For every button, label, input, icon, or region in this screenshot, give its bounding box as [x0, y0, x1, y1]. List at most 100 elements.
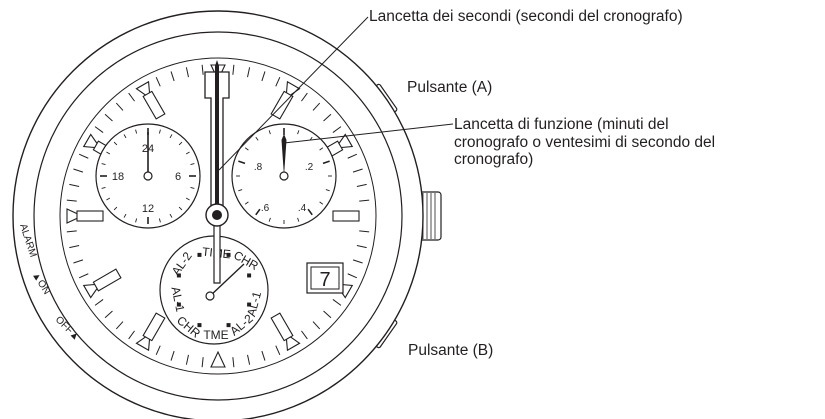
baton-index	[142, 90, 166, 120]
subdial-tick	[101, 186, 106, 189]
subdial-tick	[178, 141, 183, 146]
minute-tick	[115, 102, 124, 111]
subdial-fraction-label-left: .8	[254, 162, 263, 173]
minute-tick	[73, 259, 84, 264]
minute-tick	[352, 168, 363, 173]
minute-tick	[275, 76, 281, 87]
minute-tick	[359, 199, 370, 202]
subdial-tick	[322, 160, 330, 165]
mode-label-time-bottom: TME	[203, 328, 228, 342]
minute-tick	[332, 299, 342, 306]
button-b-callout: Pulsante (B)	[408, 342, 494, 359]
minute-tick	[323, 113, 332, 122]
minute-tick	[78, 273, 89, 279]
subdial-24h-label-right: 6	[175, 171, 181, 183]
subdial-tick	[101, 163, 106, 166]
mode-tick	[197, 252, 202, 257]
mode-tick	[247, 302, 252, 307]
mode-tick	[176, 302, 181, 307]
mode-tick	[197, 323, 202, 328]
minute-tick	[115, 321, 124, 330]
leader-lines	[218, 16, 454, 171]
subdial-fraction-label-bottom-right: .4	[298, 203, 307, 214]
minute-tick	[275, 345, 281, 356]
minute-tick	[69, 183, 80, 187]
subdial-fraction: .2 .4 .6 .8	[231, 123, 337, 229]
subdial-tick	[123, 213, 127, 218]
subdial-fraction-label-bottom-left: .6	[261, 203, 270, 214]
minute-tick	[201, 64, 204, 75]
minute-tick	[347, 153, 358, 159]
date-number: 7	[319, 269, 330, 291]
minute-tick	[104, 310, 113, 319]
subdial-tick	[297, 130, 300, 135]
mode-tick	[226, 252, 231, 257]
subdial-tick	[307, 208, 313, 216]
button-a-callout: Pulsante (A)	[407, 79, 493, 96]
subdial-tick	[135, 218, 138, 223]
minute-tick	[301, 330, 308, 340]
minute-track	[66, 64, 370, 368]
minute-tick	[128, 92, 135, 102]
subdial-tick	[123, 134, 127, 139]
subdial-tick	[325, 189, 330, 192]
minute-tick	[356, 183, 367, 187]
subdial-tick	[255, 208, 261, 216]
minute-tick	[78, 153, 89, 159]
minute-tick	[128, 330, 135, 340]
function-hand-callout-line-3: cronografo)	[454, 151, 534, 168]
function-hand-callout-line-1: Lancetta di funzione (minuti del	[454, 116, 669, 133]
function-hand-callout: Lancetta di funzione (minuti del cronogr…	[454, 116, 715, 169]
mode-tick	[247, 273, 252, 278]
subdial-tick	[135, 129, 138, 134]
baton-index	[270, 312, 294, 342]
subdial-tick	[190, 186, 195, 189]
seconds-hand-callout: Lancetta dei secondi (secondi del cronog…	[369, 8, 683, 25]
subdial-tick	[268, 217, 271, 222]
subdial-tick	[158, 218, 161, 223]
subdial-tick	[190, 163, 195, 166]
minute-tick	[201, 357, 204, 368]
minute-tick	[323, 310, 332, 319]
minute-tick	[66, 230, 77, 233]
subdial-tick	[113, 206, 118, 211]
subdial-tick	[158, 129, 161, 134]
minute-tick	[155, 76, 161, 87]
minute-tick	[170, 71, 175, 82]
minute-tick	[247, 354, 251, 365]
mode-label-al1-left: AL-1	[168, 285, 187, 313]
minute-tick	[94, 126, 104, 133]
subdial-tick	[238, 189, 243, 192]
subdial-tick	[255, 136, 259, 141]
minute-tick	[261, 71, 266, 82]
hour-triangle	[210, 350, 226, 368]
subdial-tick	[178, 206, 183, 211]
seconds-hand	[204, 60, 230, 284]
mode-subdial: TIME CHR AL-1 AL-2 TME CHR AL-1 AL-2	[159, 235, 269, 345]
hour-triangle	[66, 208, 84, 224]
minute-tick	[232, 64, 235, 75]
minute-tick	[232, 357, 235, 368]
baton-index	[332, 210, 360, 222]
minute-tick	[261, 350, 266, 361]
minute-tick	[69, 245, 80, 249]
subdial-tick	[244, 147, 249, 151]
minute-tick	[66, 199, 77, 202]
subdial-tick	[106, 151, 111, 155]
mode-tick	[176, 273, 181, 278]
subdial-24h: 24 18 6 12	[95, 123, 201, 229]
minute-tick	[155, 345, 161, 356]
subdial-fraction-label-right: .2	[305, 162, 314, 173]
minute-tick	[73, 168, 84, 173]
subdial-tick	[185, 151, 190, 155]
date-window: 7	[306, 262, 344, 294]
minute-tick	[301, 92, 308, 102]
baton-index	[142, 312, 166, 342]
subdial-tick	[319, 147, 324, 151]
subdial-tick	[169, 213, 173, 218]
subdial-tick	[238, 160, 246, 165]
minute-tick	[185, 67, 189, 78]
minute-tick	[104, 113, 113, 122]
mode-tick	[226, 323, 231, 328]
minute-tick	[247, 67, 251, 78]
